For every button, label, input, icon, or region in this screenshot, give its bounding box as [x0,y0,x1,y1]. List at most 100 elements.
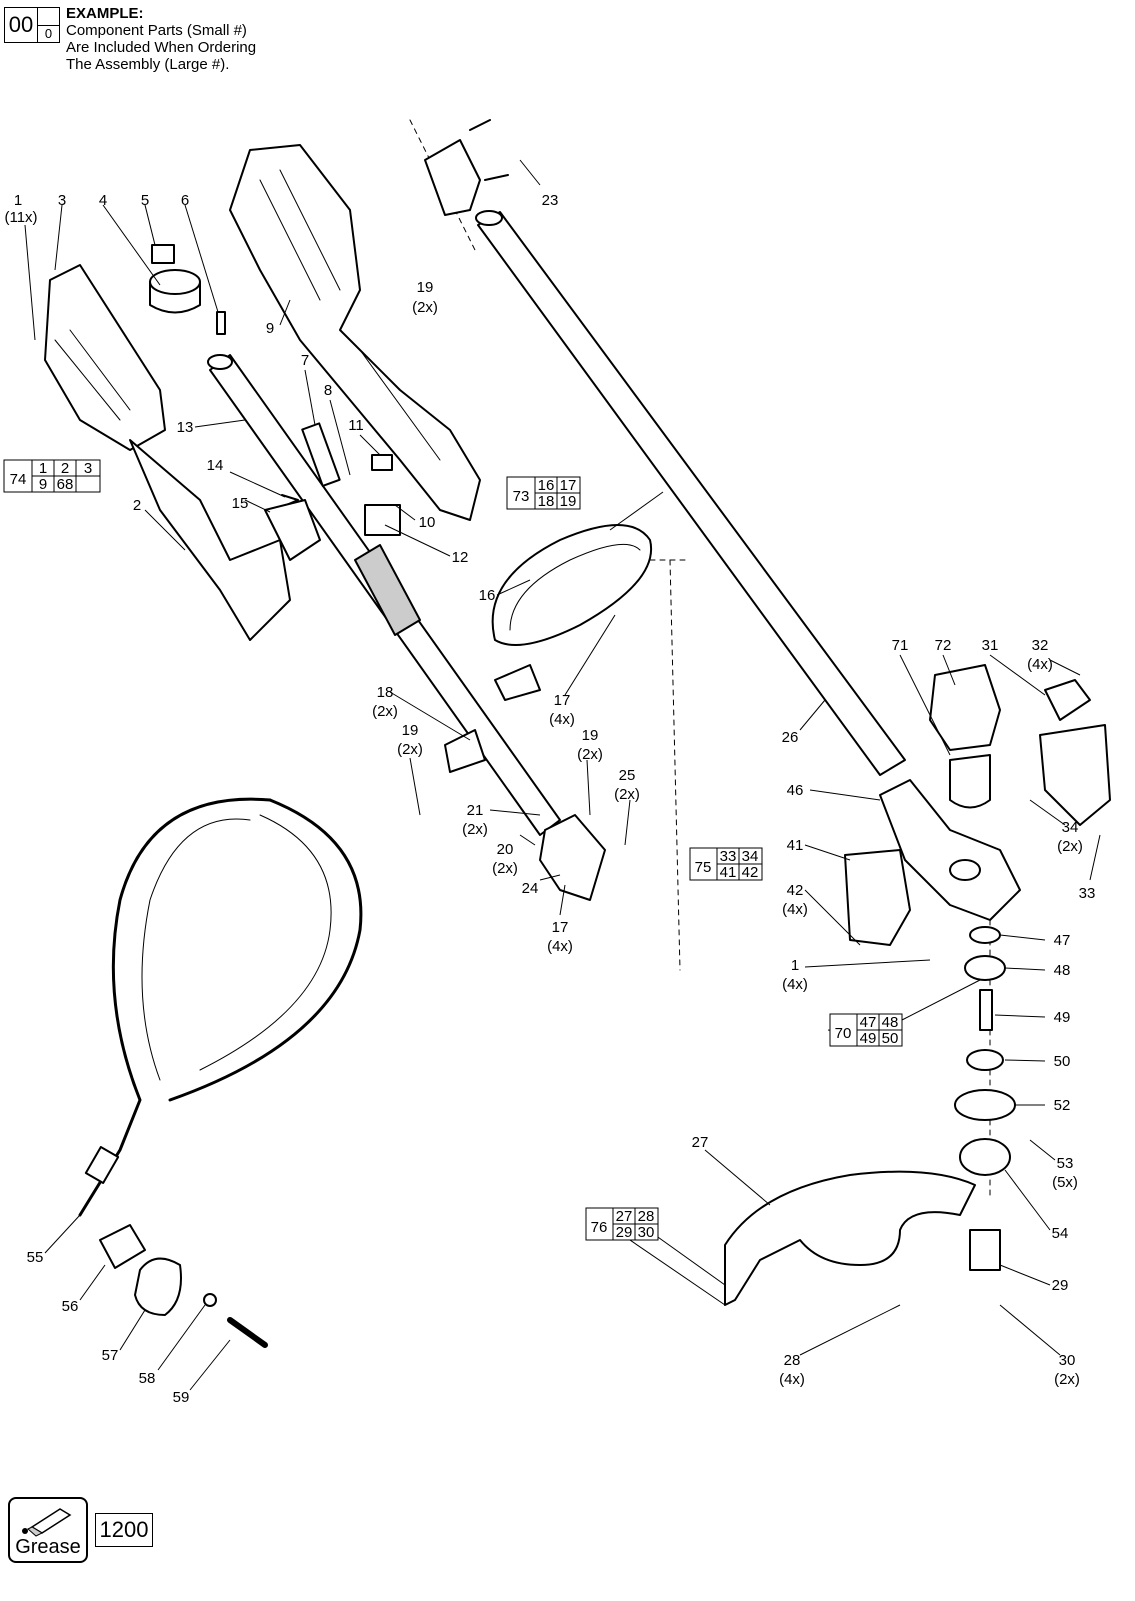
callout-25: 25 [619,767,636,784]
callout-42: 42 [787,882,804,899]
callout-25-qty: (2x) [614,786,640,803]
assembly-70-part-2: 48 [882,1014,899,1031]
callout-19-top: 19 [417,279,434,296]
callout-41: 41 [787,837,804,854]
callout-53: 53 [1057,1155,1074,1172]
callout-58: 58 [139,1370,156,1387]
callout-19-right-qty: (2x) [577,746,603,763]
main-shaft-tube-part [475,210,906,776]
callout-42-qty: (4x) [782,901,808,918]
assembly-74-number: 74 [10,471,27,488]
callout-26: 26 [782,729,799,746]
assembly-75-part-2: 34 [742,848,759,865]
assembly-75-part-3: 41 [720,864,737,881]
callout-9: 9 [266,320,274,337]
assembly-76-number: 76 [591,1219,608,1236]
callout-17-lower: 17 [552,919,569,936]
brush-holder-part [1044,679,1091,721]
callout-19-left-qty: (2x) [397,741,423,758]
callout-17-lower-qty: (4x) [547,938,573,955]
callout-56: 56 [62,1298,79,1315]
callout-57: 57 [102,1347,119,1364]
gear-part [964,955,1006,981]
assembly-70-part-1: 47 [860,1014,877,1031]
pin-part [216,311,226,335]
callout-55: 55 [27,1249,44,1266]
spool-housing-part [954,1089,1016,1121]
callout-34-qty: (2x) [1057,838,1083,855]
inner-tube-part [207,354,561,836]
armature-part [949,754,991,809]
callout-24: 24 [522,880,539,897]
callout-52: 52 [1054,1097,1071,1114]
lockoff-part [371,454,393,471]
callout-13: 13 [177,419,194,436]
callout-30: 30 [1059,1352,1076,1369]
guard-bracket-part [969,1229,1001,1271]
callout-10: 10 [419,514,436,531]
assembly-box-73: 73 16 17 18 19 [506,476,581,510]
switch-part [364,504,401,536]
shoulder-strap-part [78,797,363,1217]
callout-29: 29 [1052,1277,1069,1294]
assembly-75-part-4: 42 [742,864,759,881]
assembly-75-number: 75 [695,859,712,876]
motor-cover-part [1039,724,1111,826]
strap-plate-part [99,1224,146,1269]
callout-16: 16 [479,587,496,604]
assembly-box-70: 70 47 48 49 50 [829,1013,903,1047]
assembly-74-part-2: 2 [61,460,69,477]
callout-28: 28 [784,1352,801,1369]
bolt-part [227,1317,268,1348]
callout-18-qty: (2x) [372,703,398,720]
callout-72: 72 [935,637,952,654]
example-legend: EXAMPLE: Component Parts (Small #) Are I… [66,5,256,73]
callout-50: 50 [1054,1053,1071,1070]
callout-14: 14 [207,457,224,474]
callout-15: 15 [232,495,249,512]
guard-part [724,1170,976,1306]
strap-clamp-part [134,1257,182,1316]
callout-20-qty: (2x) [492,860,518,877]
assembly-box-75: 75 33 34 41 42 [689,847,763,881]
handle-housing-part [229,144,481,521]
callout-32-qty: (4x) [1027,656,1053,673]
callout-labels: 1 (11x) 3 4 5 6 9 23 19 (2x) 13 7 8 11 1… [4,192,1095,1406]
callout-71: 71 [892,637,909,654]
bearing-part [969,926,1001,944]
example-assembly-number: 00 [5,8,38,42]
callout-20: 20 [497,841,514,858]
assembly-76-part-2: 28 [638,1208,655,1225]
example-line-3: The Assembly (Large #). [66,56,230,73]
bracket-part [444,729,486,773]
assembly-73-part-1: 16 [538,477,555,494]
callout-1-qty: (11x) [4,209,37,226]
example-line-1: Component Parts (Small #) [66,22,247,39]
grease-tube-icon [22,1508,72,1537]
callout-59: 59 [173,1389,190,1406]
clip-part [151,244,175,264]
assembly-73-part-2: 17 [560,477,577,494]
callout-46: 46 [787,782,804,799]
assembly-70-number: 70 [835,1025,852,1042]
assembly-75-part-1: 33 [720,848,737,865]
callout-33: 33 [1079,885,1096,902]
handle-bracket-part [494,664,541,701]
handle-clamp-part [539,814,606,901]
assembly-74-part-3: 3 [84,460,92,477]
callout-19-right: 19 [582,727,599,744]
callout-2: 2 [133,497,141,514]
assembly-74-part-1: 1 [39,460,47,477]
assembly-74-part-5: 68 [57,476,74,493]
assist-handle-part [491,524,653,646]
callout-6: 6 [181,192,189,209]
callout-47: 47 [1054,932,1071,949]
callout-1-lower: 1 [791,957,799,974]
spindle-part [979,989,993,1031]
clamp-part [424,139,481,216]
callout-1: 1 [14,192,22,209]
nut-part [203,1293,217,1307]
assembly-73-part-4: 19 [560,493,577,510]
callout-12: 12 [452,549,469,566]
